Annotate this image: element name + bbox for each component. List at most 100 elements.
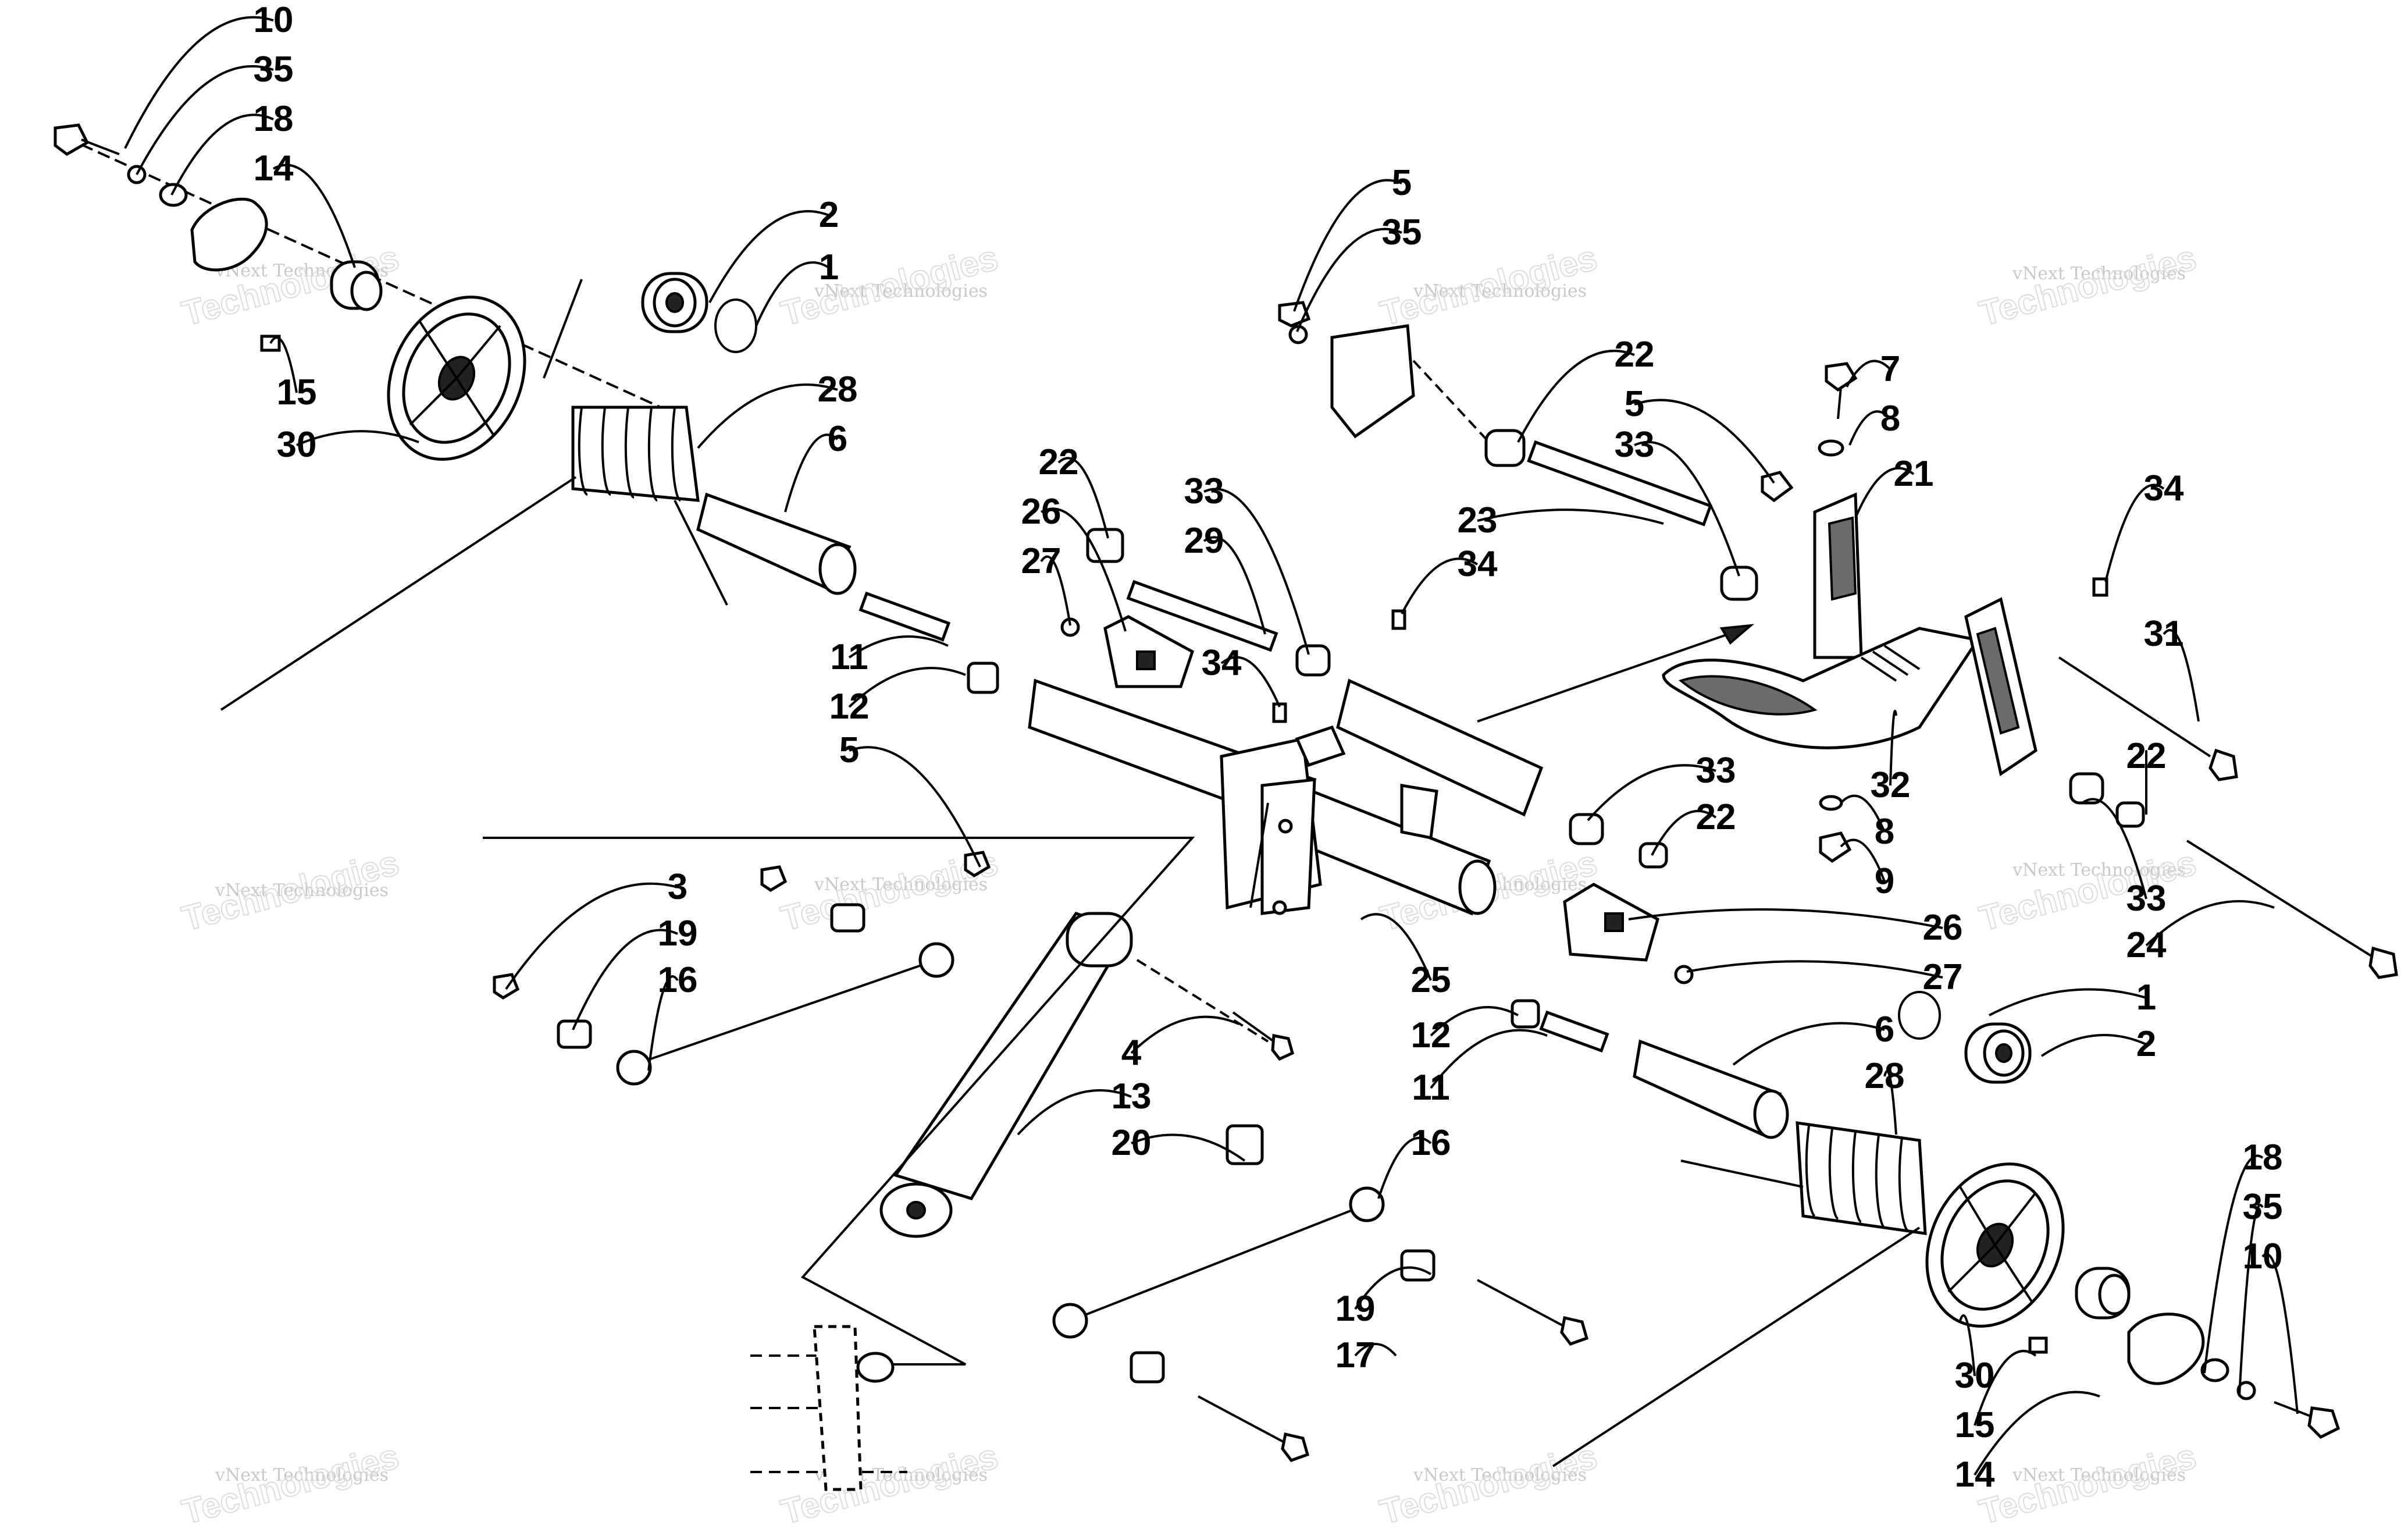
leader-line	[708, 210, 829, 303]
bushing-19-left	[557, 1019, 592, 1049]
part-callout-number: 35	[1382, 212, 1422, 253]
leader-line	[2203, 1154, 2264, 1374]
assembly-arrow	[1477, 627, 1746, 723]
leader-line	[572, 929, 678, 1030]
part-callout-number: 8	[1875, 812, 1894, 852]
leader-line	[849, 746, 981, 867]
part-callout-number: 7	[1880, 349, 1900, 389]
parts-artwork	[54, 123, 2398, 1491]
part-callout-number: 28	[818, 369, 858, 410]
leader-line	[1628, 908, 1943, 929]
watermark-text: vNext Technologies	[215, 1465, 389, 1485]
upper-axis-line	[1412, 360, 1490, 443]
frame-pivot-detail	[750, 1325, 907, 1491]
part-callout-number: 24	[2126, 925, 2167, 965]
leader-line	[1848, 410, 1892, 446]
part-callouts: 1035181421153028653522533782123342226332…	[254, 0, 2283, 1495]
part-callout-number: 29	[1184, 521, 1224, 561]
set-screw-15-right	[2028, 1336, 2048, 1354]
leader-line	[1840, 794, 1886, 833]
idler-wheel-30-left	[387, 296, 526, 461]
part-callout-number: 9	[1875, 861, 1894, 901]
part-callout-number: 30	[277, 425, 317, 465]
leader-line	[1354, 1343, 1397, 1357]
leader-line	[1130, 1015, 1239, 1054]
leader-line	[269, 336, 298, 393]
part-callout-number: 21	[1894, 454, 1934, 494]
skid-plate-32	[1662, 627, 1980, 749]
leader-line	[1587, 764, 1716, 822]
rail-clip-upper	[1330, 324, 1415, 439]
shaft-29	[1126, 579, 1278, 652]
bolt-17-lower	[1198, 1395, 1310, 1462]
bearing-14-left	[330, 260, 383, 311]
part-callout-number: 35	[2243, 1187, 2283, 1227]
bushing-22-lower	[1638, 842, 1668, 869]
watermark-text: vNext Technologies	[215, 880, 389, 901]
leader-group	[1249, 802, 1269, 908]
part-callout-number: 22	[1615, 335, 1655, 375]
part-callout-number: 8	[1880, 399, 1900, 439]
bearing-2-left	[641, 272, 708, 333]
part-callout-number: 33	[1615, 425, 1655, 465]
link-arm-16-upper	[616, 942, 954, 1086]
watermark-logo: Technologies	[1975, 843, 2200, 938]
leader-line	[1131, 1133, 1246, 1162]
grease-fitting-34-center	[1272, 609, 1406, 723]
nut-5-lower	[964, 851, 991, 877]
washer-27-lower	[1674, 965, 1694, 984]
leader-line	[1651, 810, 1717, 856]
part-callout-number: 2	[819, 195, 839, 235]
part-callout-number: 27	[1923, 957, 1963, 997]
leader-line	[2104, 483, 2165, 582]
watermark-text: vNext Technologies	[1413, 281, 1587, 301]
mount-plate-26-lower	[1563, 883, 1659, 962]
leader-line	[848, 667, 966, 708]
watermark-text: vNext Technologies	[814, 281, 988, 301]
part-callout-number: 19	[1335, 1289, 1376, 1329]
snap-ring-1-right	[1898, 991, 1941, 1040]
leader-line	[1377, 1136, 1432, 1199]
leader-line	[273, 163, 356, 268]
part-callout-number: 34	[2144, 468, 2184, 509]
leader-line	[1686, 960, 1943, 979]
leader-line	[1840, 838, 1886, 882]
nut-9	[1819, 831, 1852, 863]
bushing-33-right	[2069, 772, 2104, 805]
bolt-24	[2186, 840, 2398, 979]
leader-line	[505, 882, 678, 990]
watermark-text: vNext Technologies	[2012, 1465, 2186, 1485]
leader-line	[1401, 557, 1479, 614]
leader-1	[543, 279, 583, 379]
rail-bracket-right	[1964, 597, 2037, 777]
bolt-10-right	[2274, 1401, 2341, 1439]
bearing-14-right	[2075, 1267, 2131, 1320]
leader-line	[1889, 710, 1897, 786]
watermark-text: vNext Technologies	[1413, 1465, 1587, 1485]
part-callout-number: 12	[1411, 1015, 1451, 1055]
washer-8-top	[1818, 439, 1844, 457]
leader-line	[697, 383, 838, 449]
end-cap-right	[2127, 1313, 2205, 1385]
part-callout-number: 16	[658, 960, 698, 1000]
bushing-19-lower-right	[1400, 1249, 1435, 1282]
leader-line	[2163, 629, 2200, 722]
leader-line	[1430, 1029, 1548, 1089]
part-callout-number: 34	[1202, 643, 1242, 683]
bolt-10-left	[54, 123, 120, 156]
shaft-23	[1527, 440, 1712, 527]
leader-line	[1203, 536, 1266, 635]
snap-ring-1-left	[714, 298, 757, 353]
part-callout-number: 1	[819, 247, 839, 287]
part-callout-number: 19	[658, 913, 698, 954]
leader-line	[136, 65, 274, 175]
leader-line	[1989, 988, 2147, 1016]
part-callout-number: 3	[668, 867, 688, 907]
bushing-33-upper	[1295, 644, 1331, 677]
leader-line	[1041, 507, 1127, 632]
pin-11-right	[1539, 1010, 1609, 1053]
part-callout-number: 25	[1411, 960, 1451, 1000]
bushing-19-upper	[830, 903, 865, 933]
part-callout-number: 6	[828, 419, 847, 459]
part-callout-number: 12	[829, 687, 870, 727]
